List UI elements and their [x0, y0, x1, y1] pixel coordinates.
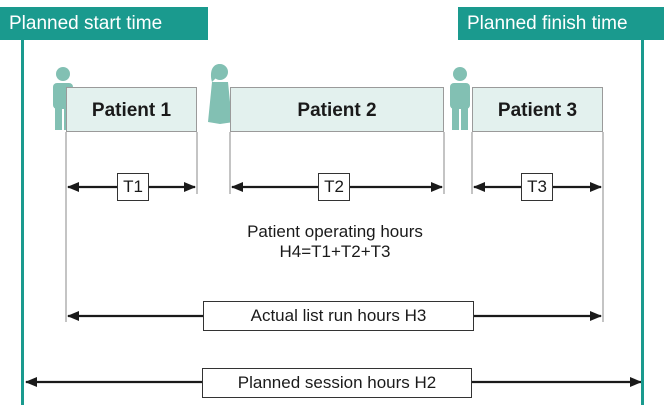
planned-session-hours-label: Planned session hours H2: [202, 368, 472, 398]
operating-hours-text: Patient operating hours H4=T1+T2+T3: [200, 222, 470, 262]
female-figure-icon: [208, 64, 234, 124]
actual-list-run-hours-label: Actual list run hours H3: [203, 301, 474, 331]
planned-finish-label: Planned finish time: [458, 7, 664, 40]
planned-finish-boundary: [641, 40, 644, 405]
operating-hours-title: Patient operating hours: [247, 222, 423, 241]
t3-label: T3: [521, 173, 553, 201]
operating-hours-formula: H4=T1+T2+T3: [279, 242, 391, 261]
male-figure-icon: [450, 67, 470, 130]
patient-box-2: Patient 2: [230, 87, 444, 132]
patient-box-3: Patient 3: [472, 87, 603, 132]
planned-start-label: Planned start time: [0, 7, 208, 40]
t2-label: T2: [318, 173, 350, 201]
planned-start-boundary: [21, 40, 24, 405]
t1-label: T1: [117, 173, 149, 201]
patient-box-1: Patient 1: [66, 87, 197, 132]
